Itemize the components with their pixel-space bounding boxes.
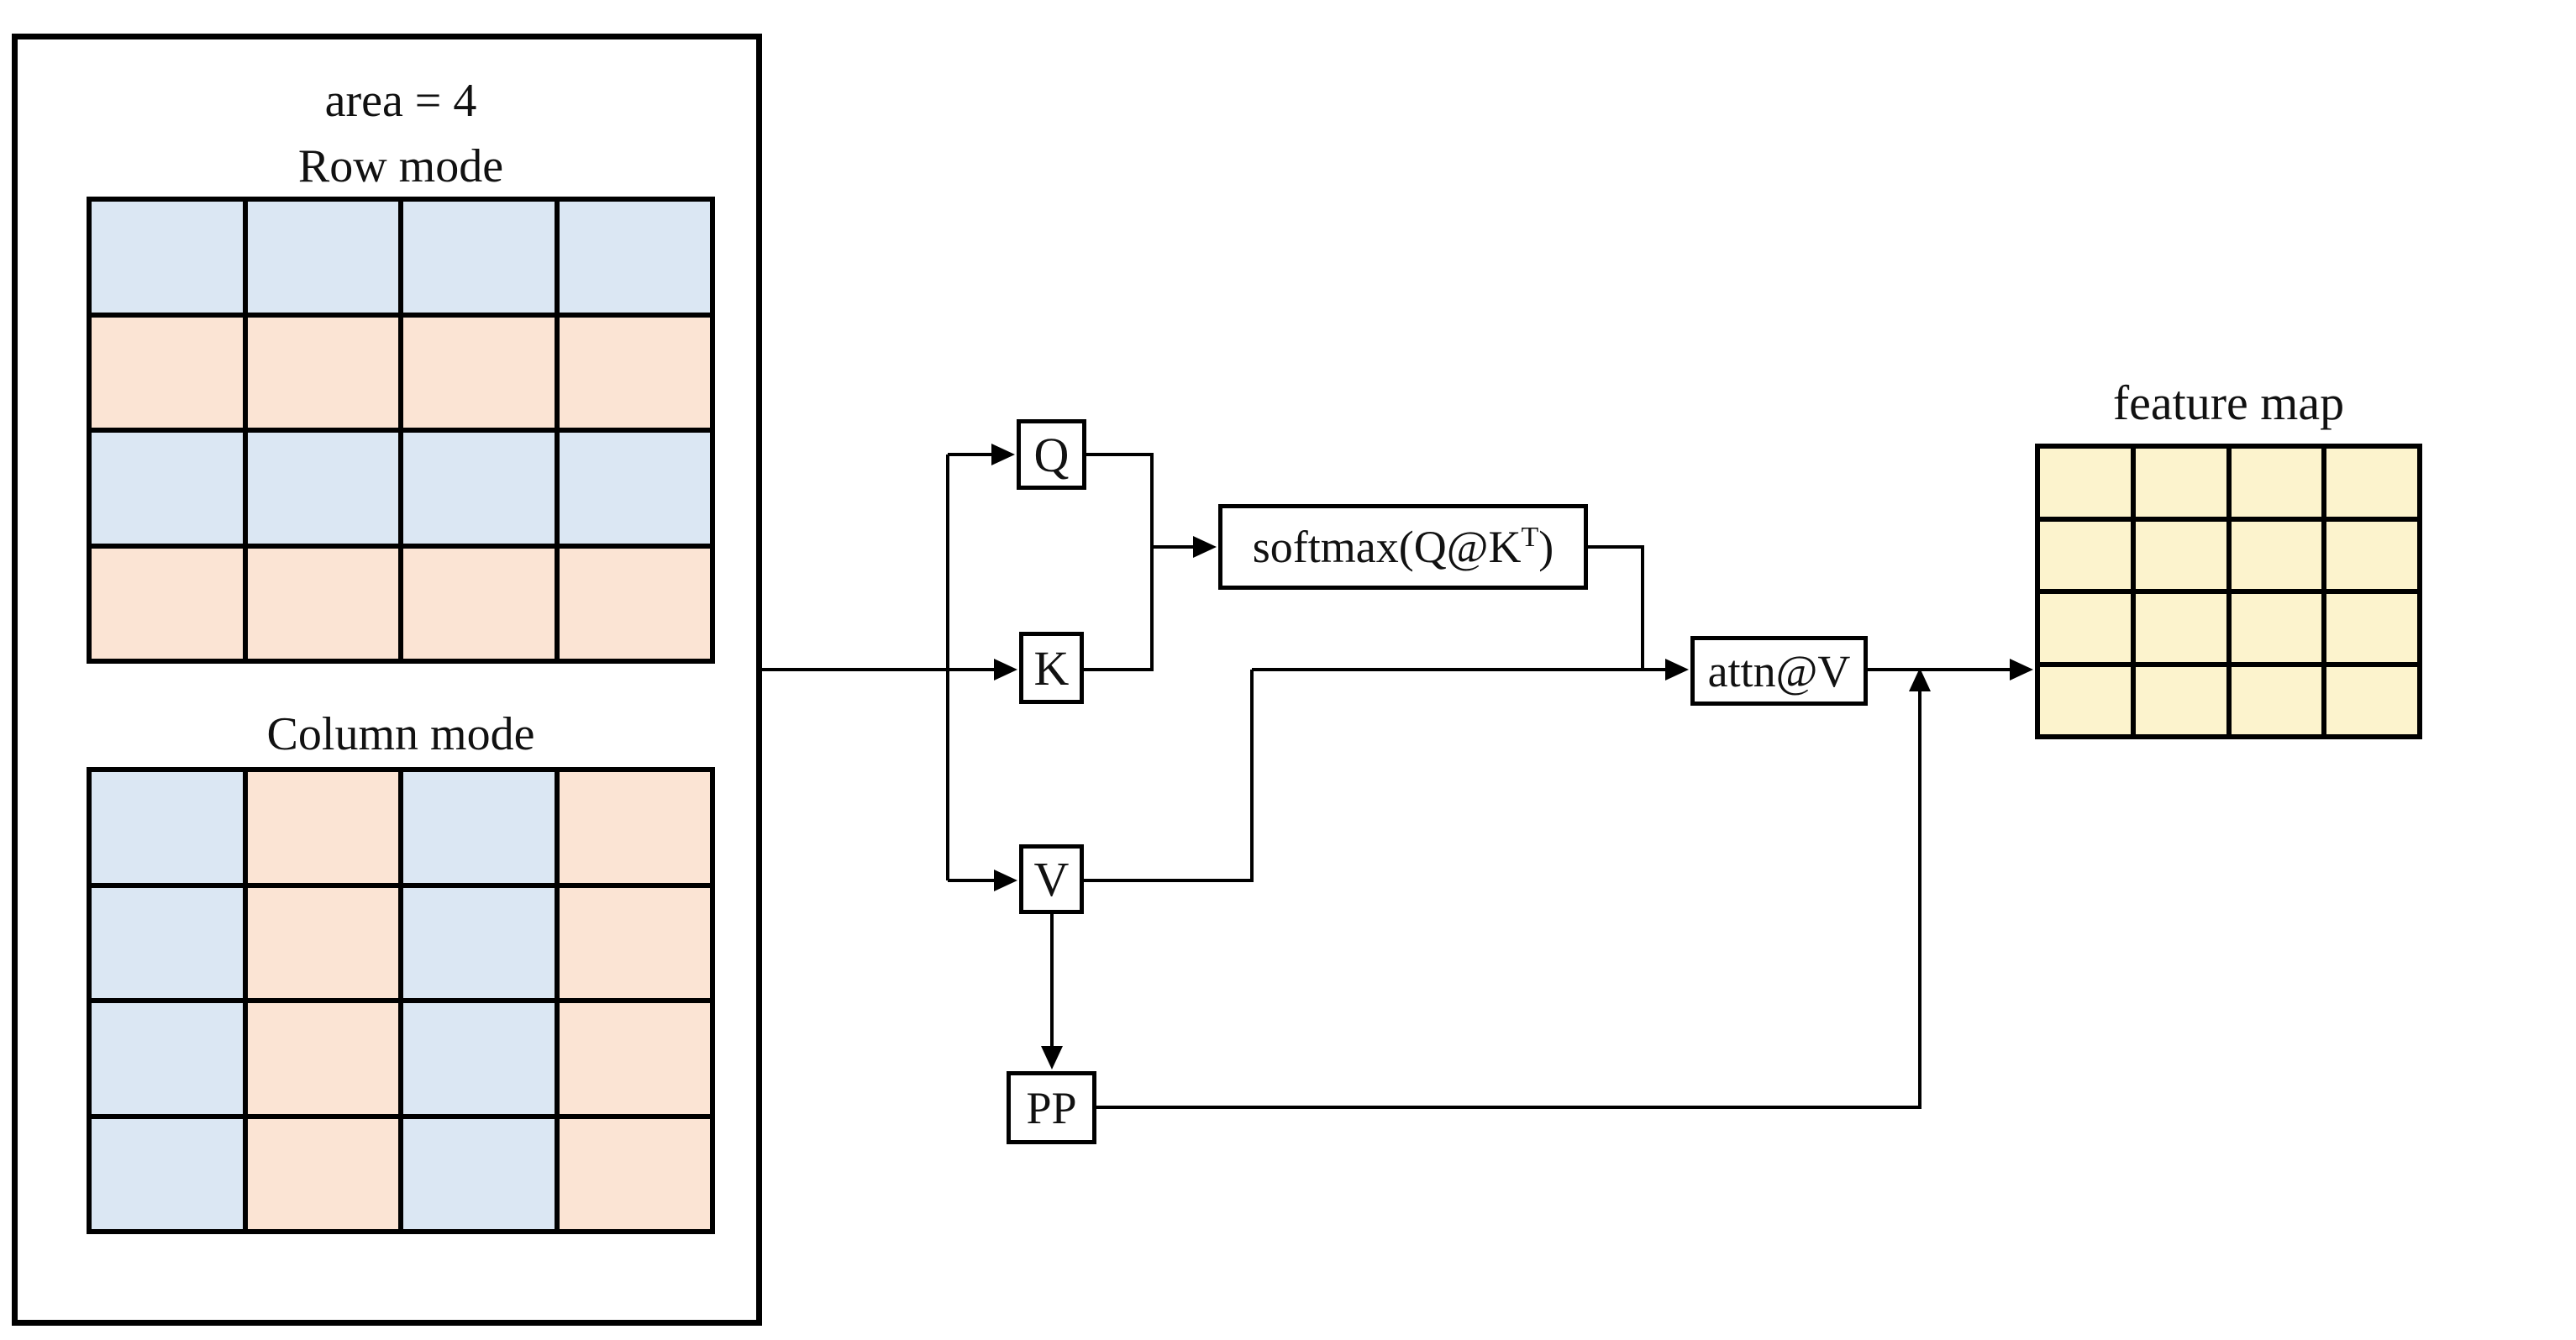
q-label: Q [1033, 427, 1070, 482]
grid-cell [2231, 594, 2322, 662]
arrowhead-into-pp [1041, 1046, 1063, 1069]
grid-cell [559, 317, 710, 428]
grid-cell [92, 433, 243, 544]
grid-cell [2231, 521, 2322, 589]
attn-box: attn@V [1690, 636, 1868, 706]
grid-cell [2040, 666, 2131, 734]
grid-cell [403, 772, 555, 883]
grid-cell [92, 548, 243, 659]
grid-cell [2326, 449, 2417, 517]
connector-q-out [1086, 453, 1154, 547]
grid-cell [2326, 521, 2417, 589]
grid-cell [2135, 594, 2226, 662]
grid-cell [403, 433, 555, 544]
grid-cell [559, 202, 710, 313]
grid-cell [247, 433, 398, 544]
row-mode-grid [87, 197, 715, 664]
grid-cell [403, 202, 555, 313]
connector-v-out [1084, 670, 1254, 882]
grid-cell [247, 887, 398, 998]
softmax-box: softmax(Q@KT) [1218, 504, 1588, 590]
softmax-label: softmax(Q@KT) [1252, 522, 1554, 572]
grid-cell [2040, 594, 2131, 662]
grid-cell [403, 548, 555, 659]
grid-cell [2326, 666, 2417, 734]
grid-cell [559, 887, 710, 998]
grid-cell [2326, 594, 2417, 662]
q-box: Q [1017, 419, 1086, 490]
grid-cell [2231, 449, 2322, 517]
grid-cell [92, 887, 243, 998]
grid-cell [403, 887, 555, 998]
grid-cell [403, 317, 555, 428]
grid-cell [559, 772, 710, 883]
arrowhead-into-attn [1665, 659, 1689, 681]
arrowhead-into-feature-map [2010, 659, 2033, 681]
column-mode-label: Column mode [266, 708, 535, 760]
connector-softmax-out [1588, 545, 1644, 670]
grid-cell [92, 772, 243, 883]
grid-cell [2135, 666, 2226, 734]
grid-cell [2040, 449, 2131, 517]
grid-cell [247, 202, 398, 313]
grid-cell [247, 772, 398, 883]
grid-cell [92, 1003, 243, 1114]
v-label: V [1033, 852, 1070, 906]
grid-cell [92, 1118, 243, 1229]
attn-label: attn@V [1707, 645, 1851, 696]
pp-box: PP [1007, 1071, 1096, 1144]
softmax-transpose-superscript: T [1521, 522, 1539, 553]
connector-pp-out [1096, 691, 1921, 1109]
grid-cell [559, 433, 710, 544]
grid-cell [559, 548, 710, 659]
k-box: K [1019, 632, 1084, 704]
arrowhead-into-k [994, 659, 1017, 681]
connector-k-out [1084, 547, 1154, 671]
grid-cell [403, 1003, 555, 1114]
grid-cell [559, 1003, 710, 1114]
arrowhead-into-q [991, 444, 1015, 465]
v-box: V [1019, 844, 1084, 914]
k-label: K [1033, 640, 1070, 696]
grid-cell [403, 1118, 555, 1229]
grid-cell [92, 202, 243, 313]
grid-cell [92, 317, 243, 428]
grid-cell [559, 1118, 710, 1229]
feature-map-label: feature map [2112, 376, 2345, 430]
grid-cell [247, 1118, 398, 1229]
grid-cell [2231, 666, 2322, 734]
feature-map-grid [2035, 444, 2422, 739]
grid-cell [247, 1003, 398, 1114]
area-label: area = 4 [324, 75, 477, 127]
pp-label: PP [1026, 1082, 1077, 1133]
arrowhead-pp-join [1909, 668, 1931, 691]
arrowhead-into-softmax [1193, 536, 1217, 558]
grid-cell [2135, 449, 2226, 517]
grid-cell [247, 548, 398, 659]
column-mode-grid [87, 767, 715, 1234]
area-panel: area = 4 Row mode Column mode [12, 34, 762, 1326]
grid-cell [247, 317, 398, 428]
row-mode-label: Row mode [297, 140, 504, 192]
grid-cell [2135, 521, 2226, 589]
arrowhead-into-v [994, 870, 1017, 891]
grid-cell [2040, 521, 2131, 589]
